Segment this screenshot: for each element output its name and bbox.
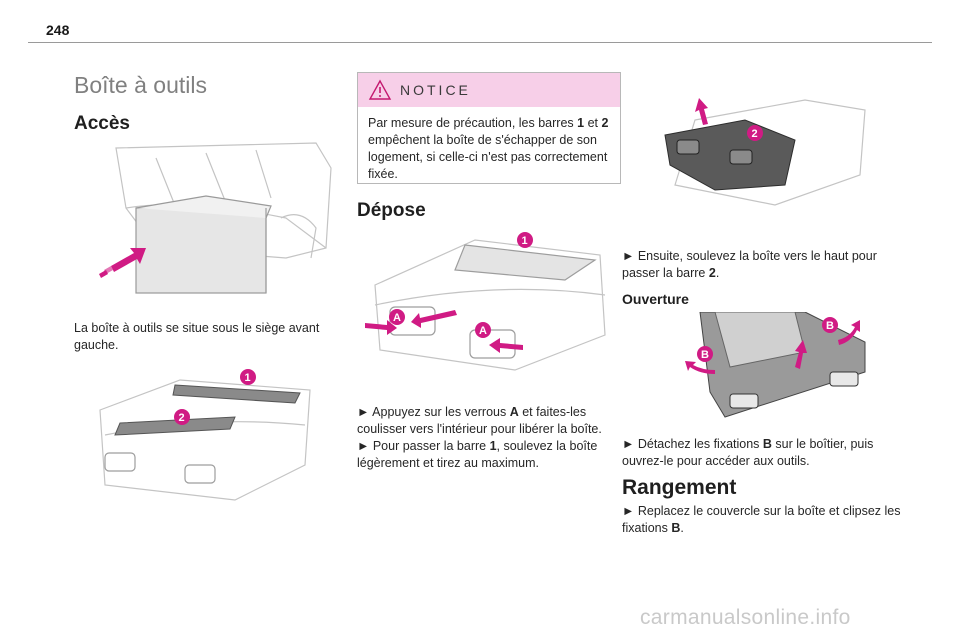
heading-acces: Accès	[74, 113, 130, 134]
toolbox-bars-illustration: 1 2	[99, 369, 311, 501]
callout-b-left: B	[701, 349, 709, 361]
callout-a-left: A	[393, 312, 401, 324]
lift-box-illustration: 2	[664, 98, 866, 206]
notice-box: NOTICE Par mesure de précaution, les bar…	[357, 72, 621, 184]
callout-2-lift: 2	[752, 128, 758, 140]
heading-ouverture: Ouverture	[622, 291, 689, 307]
page-number: 248	[46, 22, 70, 38]
watermark-link[interactable]: carmanualsonline.info	[640, 606, 851, 629]
heading-rangement: Rangement	[622, 476, 737, 499]
rangement-step: ► Replacez le couvercle sur la boîte et …	[622, 504, 901, 535]
unlock-illustration: 1 A A	[365, 232, 606, 371]
acces-text: La boîte à outils se situe sous le siège…	[74, 321, 320, 352]
callout-1-depose: 1	[522, 235, 528, 247]
ouverture-step: ► Détachez les fixations B sur le boîtie…	[622, 437, 874, 468]
open-box-illustration: B B	[685, 312, 866, 418]
depose-step-2: ► Pour passer la barre 1, soulevez la bo…	[357, 439, 598, 470]
callout-b-right: B	[826, 320, 834, 332]
seat-illustration	[99, 142, 332, 294]
warning-icon	[368, 79, 392, 100]
depose-step-3: ► Ensuite, soulevez la boîte vers le hau…	[622, 249, 877, 280]
callout-2: 2	[179, 412, 185, 424]
depose-step-1: ► Appuyez sur les verrous A et faites-le…	[357, 405, 602, 436]
notice-text: Par mesure de précaution, les barres 1 e…	[368, 116, 609, 181]
page-title: Boîte à outils	[74, 72, 207, 98]
notice-label: NOTICE	[400, 82, 471, 98]
callout-a-right: A	[479, 325, 487, 337]
header-divider	[28, 42, 932, 43]
heading-depose: Dépose	[357, 200, 426, 221]
callout-1: 1	[245, 372, 251, 384]
notice-header: NOTICE	[358, 73, 620, 107]
